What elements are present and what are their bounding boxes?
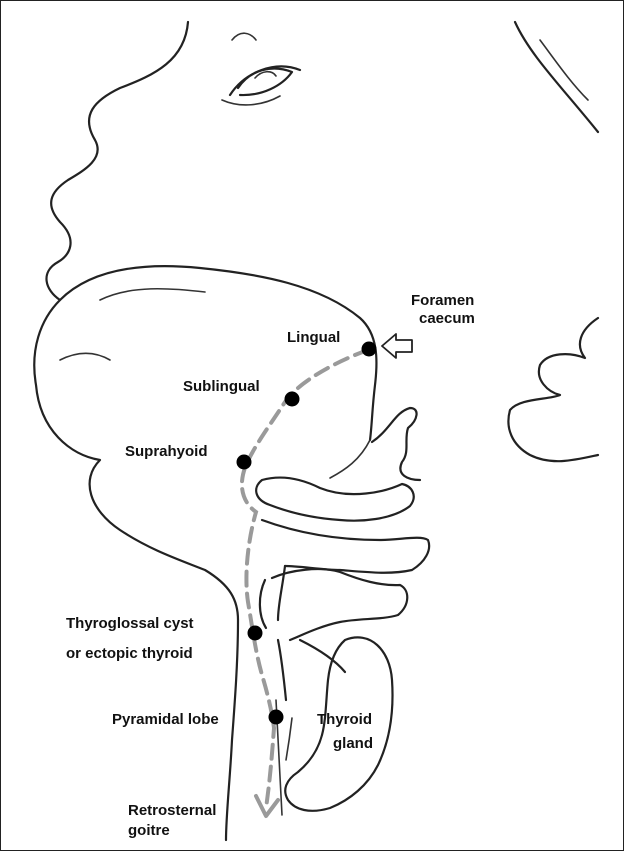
- label-retrosternal-2: goitre: [128, 822, 170, 839]
- label-retrosternal-1: Retrosternal: [128, 802, 216, 819]
- marker-lingual: [362, 342, 377, 357]
- label-sublingual: Sublingual: [183, 378, 260, 395]
- marker-thyroglossal: [248, 626, 263, 641]
- marker-sublingual: [285, 392, 300, 407]
- label-thyroid-gland-1: Thyroid: [317, 711, 372, 728]
- marker-suprahyoid: [237, 455, 252, 470]
- label-foramen-caecum-1: Foramen: [411, 292, 474, 309]
- label-thyroid-gland-2: gland: [333, 735, 373, 752]
- marker-pyramidal-lobe: [269, 710, 284, 725]
- label-thyroglossal-2: or ectopic thyroid: [66, 645, 193, 662]
- label-suprahyoid: Suprahyoid: [125, 443, 208, 460]
- foramen-caecum-arrow-icon: [382, 334, 412, 358]
- label-thyroglossal-1: Thyroglossal cyst: [66, 615, 194, 632]
- label-pyramidal-lobe: Pyramidal lobe: [112, 711, 219, 728]
- label-lingual: Lingual: [287, 329, 340, 346]
- larynx-outline: [256, 408, 429, 815]
- label-foramen-caecum-2: caecum: [419, 310, 475, 327]
